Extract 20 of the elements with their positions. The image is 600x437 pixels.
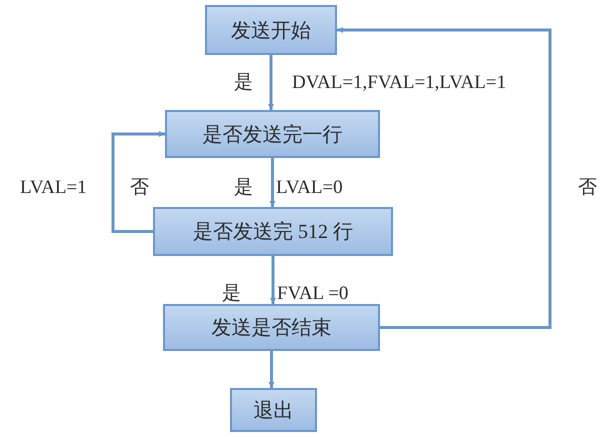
process-box: 是否发送完一行 <box>165 110 380 158</box>
process-box: 发送开始 <box>205 5 337 55</box>
condition-label: DVAL=1,FVAL=1,LVAL=1 <box>292 73 506 92</box>
condition-label: 是 <box>222 284 241 303</box>
arrow <box>112 131 165 233</box>
condition-label: LVAL=0 <box>276 178 343 197</box>
condition-label: 否 <box>130 178 149 197</box>
arrow <box>337 27 552 329</box>
process-box: 退出 <box>230 388 317 432</box>
condition-label: LVAL=1 <box>20 178 87 197</box>
arrow <box>270 256 276 304</box>
process-box: 发送是否结束 <box>163 304 380 351</box>
arrow <box>270 158 276 207</box>
condition-label: 否 <box>578 178 597 197</box>
condition-label: 是 <box>234 73 253 92</box>
arrow <box>268 351 274 388</box>
condition-label: 是 <box>234 178 253 197</box>
arrow <box>268 55 274 110</box>
process-box: 是否发送完 512 行 <box>153 207 393 256</box>
condition-label: FVAL =0 <box>277 284 348 303</box>
